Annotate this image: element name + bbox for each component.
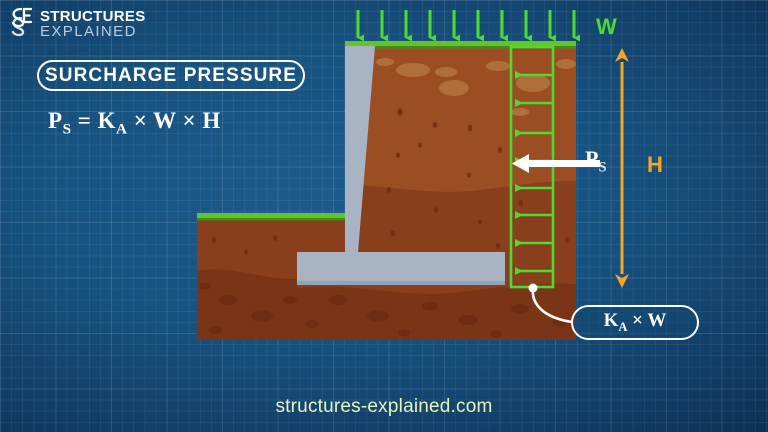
page-title-label: SURCHARGE PRESSURE (44, 64, 298, 86)
brand-line-2: EXPLAINED (40, 22, 137, 40)
callout-k: K (603, 310, 619, 332)
callout-rest: × W (627, 310, 667, 332)
callout-k-sub: A (618, 319, 628, 334)
formula-p-sub: S (62, 120, 72, 138)
wall-footing (297, 252, 505, 285)
ps-arrow-shape (512, 154, 600, 173)
height-arrow-bottom (615, 274, 629, 288)
label-ps-base: P (585, 146, 599, 171)
grass-shadow-lower (197, 218, 345, 221)
surcharge-load-arrows (356, 10, 580, 42)
brand-line-1: STRUCTURES (40, 7, 146, 25)
se-monogram-icon (10, 6, 36, 43)
brand-logo: STRUCTURES EXPLAINED (10, 6, 146, 43)
resultant-force-arrow (512, 154, 600, 173)
retaining-wall-structure (297, 46, 505, 285)
callout-leader-dot (528, 283, 538, 293)
height-dimension-line (615, 48, 629, 288)
callout-ka-w: KA × W (571, 305, 699, 340)
grass-shadow-upper (345, 46, 576, 49)
label-pressure-ps: PS (585, 146, 607, 176)
formula-k-sub: A (116, 120, 128, 138)
grass-strip-lower (197, 213, 345, 219)
soil-texture-blobs (376, 58, 576, 116)
retained-soil-mass (297, 41, 576, 340)
callout-leader (528, 283, 573, 324)
footer-website: structures-explained.com (275, 396, 493, 417)
soil-pebbles-left (199, 235, 297, 334)
surcharge-formula: PS = KA × W × H (48, 108, 221, 139)
page-title: SURCHARGE PRESSURE (37, 60, 305, 91)
label-surcharge-w: W (596, 14, 617, 39)
callout-ka-w-text: KA × W (604, 310, 667, 335)
grass-strip-upper (345, 41, 576, 47)
wall-stem (345, 46, 375, 252)
label-height-h: H (647, 152, 663, 177)
footing-shadow (297, 281, 505, 285)
formula-rest: × W × H (127, 108, 221, 133)
height-arrow-top (615, 48, 629, 62)
soil-lower-layer (297, 283, 576, 340)
formula-equals: = K (71, 108, 117, 133)
label-ps-sub: S (598, 159, 607, 176)
formula-p: P (48, 108, 63, 133)
